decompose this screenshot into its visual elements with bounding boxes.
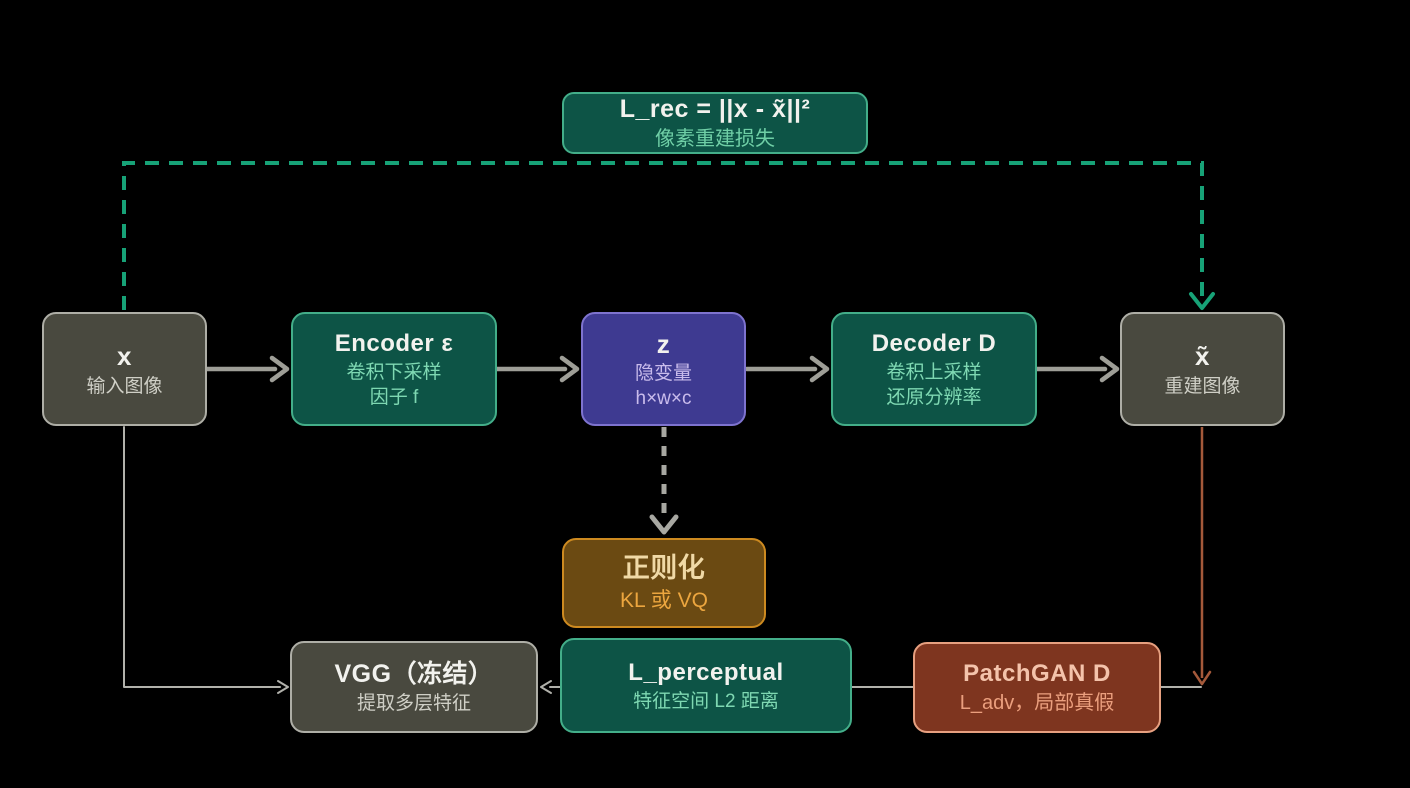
perceptual-to-vgg-arrowhead-icon bbox=[540, 680, 552, 694]
vgg-caption: 提取多层特征 bbox=[356, 692, 471, 714]
input-image-caption: 输入图像 bbox=[86, 375, 163, 397]
reconstructed-image-node: x̃ 重建图像 bbox=[1120, 312, 1285, 426]
decoder-caption-1: 卷积上采样 bbox=[886, 361, 982, 383]
arrow-z-to-decoder-head-icon bbox=[809, 355, 830, 383]
decoder-node: Decoder D 卷积上采样 还原分辨率 bbox=[831, 312, 1037, 426]
regularization-title: 正则化 bbox=[622, 553, 706, 584]
reconstructed-image-title: x̃ bbox=[1195, 341, 1210, 372]
perceptual-loss-title: L_perceptual bbox=[628, 659, 784, 687]
latent-node: z 隐变量 h×w×c bbox=[581, 312, 746, 426]
z-to-regularization-arrowhead-icon bbox=[649, 514, 679, 535]
rec-loss-arrowhead-icon bbox=[1189, 292, 1215, 310]
xtilde-to-patchgan-arrowhead-icon bbox=[1192, 670, 1212, 686]
arrow-encoder-to-z-head-icon bbox=[559, 355, 580, 383]
perceptual-loss-caption: 特征空间 L2 距离 bbox=[633, 690, 779, 712]
regularization-caption: KL 或 VQ bbox=[620, 588, 708, 612]
rec-loss-dashed-connector bbox=[122, 161, 1204, 310]
decoder-caption-2: 还原分辨率 bbox=[886, 386, 982, 408]
input-image-title: x bbox=[117, 341, 132, 372]
arrow-x-to-encoder-head-icon bbox=[269, 355, 290, 383]
decoder-title: Decoder D bbox=[871, 330, 997, 358]
latent-caption-1: 隐变量 bbox=[634, 363, 692, 385]
arrow-decoder-to-xtilde-head-icon bbox=[1099, 355, 1120, 383]
encoder-caption-2: 因子 f bbox=[369, 386, 419, 408]
input-image-node: x 输入图像 bbox=[42, 312, 207, 426]
perceptual-loss-node: L_perceptual 特征空间 L2 距离 bbox=[560, 638, 852, 733]
latent-title: z bbox=[656, 328, 671, 359]
rec-loss-formula: L_rec = ||x - x̃||² bbox=[619, 95, 811, 124]
patchgan-title: PatchGAN D bbox=[963, 660, 1111, 688]
rec-loss-node: L_rec = ||x - x̃||² 像素重建损失 bbox=[562, 92, 868, 154]
vgg-title: VGG（冻结） bbox=[334, 659, 494, 688]
x-to-vgg-arrowhead-icon bbox=[277, 680, 289, 694]
encoder-node: Encoder ε 卷积下采样 因子 f bbox=[291, 312, 497, 426]
vgg-node: VGG（冻结） 提取多层特征 bbox=[290, 641, 538, 733]
encoder-title: Encoder ε bbox=[334, 330, 454, 358]
patchgan-node: PatchGAN D L_adv，局部真假 bbox=[913, 642, 1161, 733]
latent-caption-2: h×w×c bbox=[635, 388, 692, 410]
regularization-node: 正则化 KL 或 VQ bbox=[562, 538, 766, 628]
reconstructed-image-caption: 重建图像 bbox=[1164, 375, 1241, 397]
patchgan-caption: L_adv，局部真假 bbox=[959, 692, 1115, 715]
encoder-caption-1: 卷积下采样 bbox=[346, 361, 442, 383]
x-to-vgg-connector bbox=[123, 426, 281, 688]
rec-loss-caption: 像素重建损失 bbox=[655, 128, 775, 151]
